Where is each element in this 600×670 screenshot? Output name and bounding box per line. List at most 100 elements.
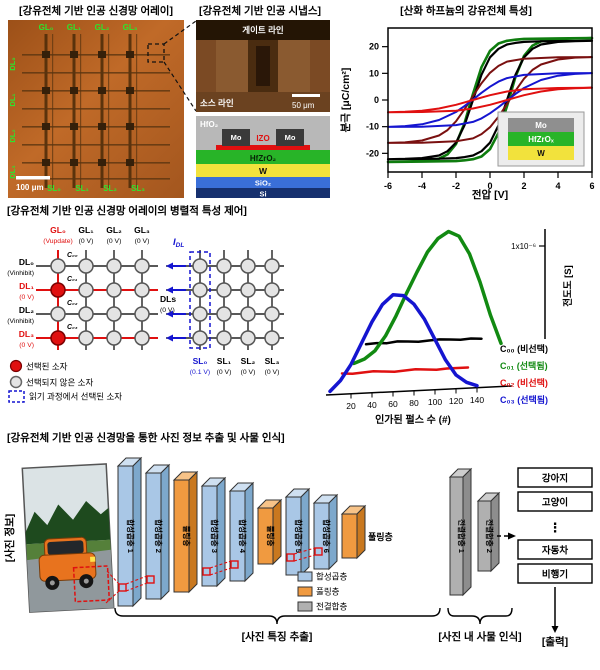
pv-xtick-label: -4 <box>418 181 426 191</box>
synapse-scale-bar-label: 50 μm <box>292 101 315 110</box>
sio2-layer <box>196 177 330 188</box>
dl-label-0: DL₀ <box>19 257 34 267</box>
legend-unselected-dot <box>9 375 23 389</box>
gl-volt-2: (0 V) <box>107 238 122 245</box>
conductance-axis-label: 전도도 [S] <box>562 265 574 307</box>
idl-arrow-head <box>166 262 173 270</box>
read-cell <box>240 330 256 346</box>
layer-8 <box>341 513 358 559</box>
patch-box <box>146 575 155 584</box>
fc-0 <box>449 476 464 596</box>
pv-ytick-label: -20 <box>366 148 379 158</box>
array-pattern <box>22 34 170 188</box>
read-cell <box>264 282 280 298</box>
cell-selected <box>50 330 66 346</box>
dl-label-1: DL₁ <box>19 281 34 291</box>
cell <box>134 282 150 298</box>
layer-0 <box>117 465 134 607</box>
cell <box>78 306 94 322</box>
pulse-xtick-label: 100 <box>428 397 442 407</box>
array-sl-label-2: SL₂ <box>103 184 117 193</box>
cell <box>78 330 94 346</box>
patch-connections <box>105 547 323 604</box>
read-selected-column-box <box>189 251 211 349</box>
pulse-xtick-label: 20 <box>346 401 356 411</box>
pv-y-axis-label: 분극 [μC/cm²] <box>339 68 352 133</box>
fc-0-label: 전결합층 1 <box>457 519 467 553</box>
source-line-label: 소스 라인 <box>200 98 234 108</box>
cell <box>50 306 66 322</box>
pulse-x-axis-label: 인가된 펄스 수 (#) <box>375 413 451 426</box>
output-box-1 <box>517 491 593 512</box>
cell <box>78 282 94 298</box>
legend-unselected-label: 선택되지 않은 소자 <box>26 378 93 388</box>
output-label-1: 고양이 <box>542 497 568 509</box>
recognition-caption: [사진 내 사물 인식] <box>438 630 521 643</box>
read-cell <box>264 306 280 322</box>
array-gl-label-0: GL₀ <box>39 23 54 32</box>
parallel-control-diagram: GL₀(Vupdate)GL₁(0 V)GL₂(0 V)GL₃(0 V)DL₀(… <box>7 225 284 403</box>
hfo2-label: HfO₂ <box>200 120 219 129</box>
sio2-label: SiO₂ <box>255 179 271 188</box>
cnn-legend-label-2: 전결합층 <box>316 602 347 612</box>
inset-mo-layer <box>508 118 574 132</box>
inset-hzo-label: HfZrOₓ <box>528 135 554 144</box>
gl-volt-1: (0 V) <box>79 238 94 245</box>
read-cell <box>192 282 208 298</box>
dl-volt-2: (Vinhibit) <box>7 318 34 325</box>
pv-ytick-label: 0 <box>374 95 379 105</box>
patch-box <box>230 560 239 569</box>
pv-ytick-label: -10 <box>366 122 379 132</box>
idl-label: IDL <box>173 237 184 249</box>
output-box-3 <box>517 539 593 560</box>
layer-7-label: 합성곱층 6 <box>322 519 332 553</box>
cell <box>134 258 150 274</box>
layer-7 <box>313 502 330 570</box>
patch-box <box>118 583 127 592</box>
mo-right-label: Mo <box>285 133 296 142</box>
inset-hzo-layer <box>508 132 574 146</box>
layer-6-label: 합성곱층 5 <box>294 519 304 553</box>
layer-5 <box>257 507 274 565</box>
feature-extraction-caption: [사진 특징 추출] <box>242 630 313 643</box>
array-sl-label-1: SL₁ <box>75 184 89 193</box>
cell <box>106 282 122 298</box>
idl-arrow-head <box>166 334 173 342</box>
photo-patch-box <box>72 565 111 603</box>
cell-name-3: C₀₃ <box>67 324 78 331</box>
pv-ytick-label: 10 <box>369 68 379 78</box>
zoom-line-bottom <box>163 61 197 112</box>
pv-xtick-label: 0 <box>487 181 492 191</box>
cell <box>78 258 94 274</box>
zoom-connector <box>147 20 197 112</box>
output-box-4 <box>517 563 593 584</box>
inset-mo-label: Mo <box>535 121 547 130</box>
dl-label-3: DL₃ <box>19 329 34 339</box>
pv-xtick-label: -2 <box>452 181 460 191</box>
gl-label-0: GL₀ <box>50 225 66 235</box>
parallel-section-title: [강유전체 기반 인공 신경망 어레이의 병렬적 특성 제어] <box>7 205 247 217</box>
cell-selected <box>50 282 66 298</box>
update-array: GL₀(Vupdate)GL₁(0 V)GL₂(0 V)GL₃(0 V)DL₀(… <box>7 225 158 350</box>
synapse-panel-title: [강유전체 기반 인공 시냅스] <box>198 5 321 17</box>
read-cell <box>240 306 256 322</box>
pv-inset-stack: Mo HfZrOₓ W <box>497 111 585 167</box>
array-scale-bar-label: 100 μm <box>16 183 44 192</box>
synapse-scale-bar <box>292 94 320 97</box>
read-cell <box>240 258 256 274</box>
cnn-section-title: [강유전체 기반 인공 신경망을 통한 사진 정보 추출 및 사물 인식] <box>7 432 285 444</box>
dl-volt-0: (Vinhibit) <box>7 270 34 277</box>
flow-arrows <box>497 532 559 633</box>
read-array: SL₀(0.1 V)SL₁(0 V)SL₂(0 V)SL₃(0 V) <box>166 250 284 376</box>
zoom-line-top <box>163 20 197 45</box>
zoom-region-box <box>147 43 165 63</box>
hzo-layer <box>196 150 330 164</box>
read-cell <box>216 330 232 346</box>
pv-plot-box <box>387 27 593 173</box>
layer-8-side <box>356 504 366 560</box>
